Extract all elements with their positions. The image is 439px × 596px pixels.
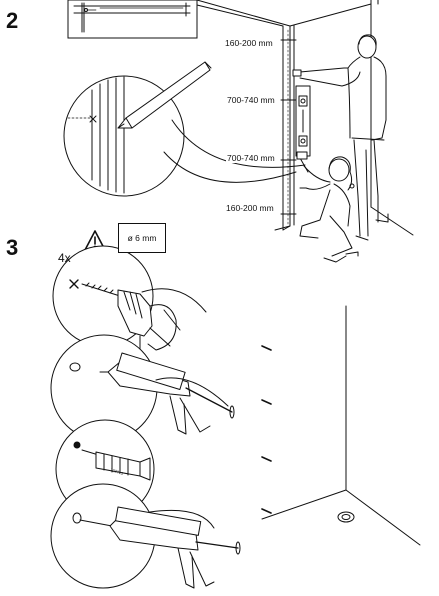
shower-wall-corner xyxy=(262,306,420,545)
drill-bit-size-box: ø 6 mm xyxy=(118,223,166,253)
wall-screws xyxy=(262,346,271,513)
step-2-number: 2 xyxy=(6,8,19,33)
step-3-number: 3 xyxy=(6,235,19,260)
drill-inset xyxy=(53,246,206,352)
panel xyxy=(281,25,296,230)
spirit-level xyxy=(296,86,310,156)
measurement-lower-middle: 700-740 mm xyxy=(226,153,276,163)
silicone-gun-inset-2 xyxy=(51,484,240,588)
pencil-mark-inset xyxy=(64,62,305,196)
measurement-bottom: 160-200 mm xyxy=(225,203,275,213)
measurement-upper-middle: 700-740 mm xyxy=(226,95,276,105)
kneeling-person xyxy=(297,152,358,262)
quantity-label: 4x xyxy=(58,251,71,265)
measurement-top: 160-200 mm xyxy=(224,38,274,48)
panel-detail-inset xyxy=(68,0,290,38)
silicone-gun-inset-1 xyxy=(51,335,234,441)
standing-person xyxy=(293,35,388,240)
